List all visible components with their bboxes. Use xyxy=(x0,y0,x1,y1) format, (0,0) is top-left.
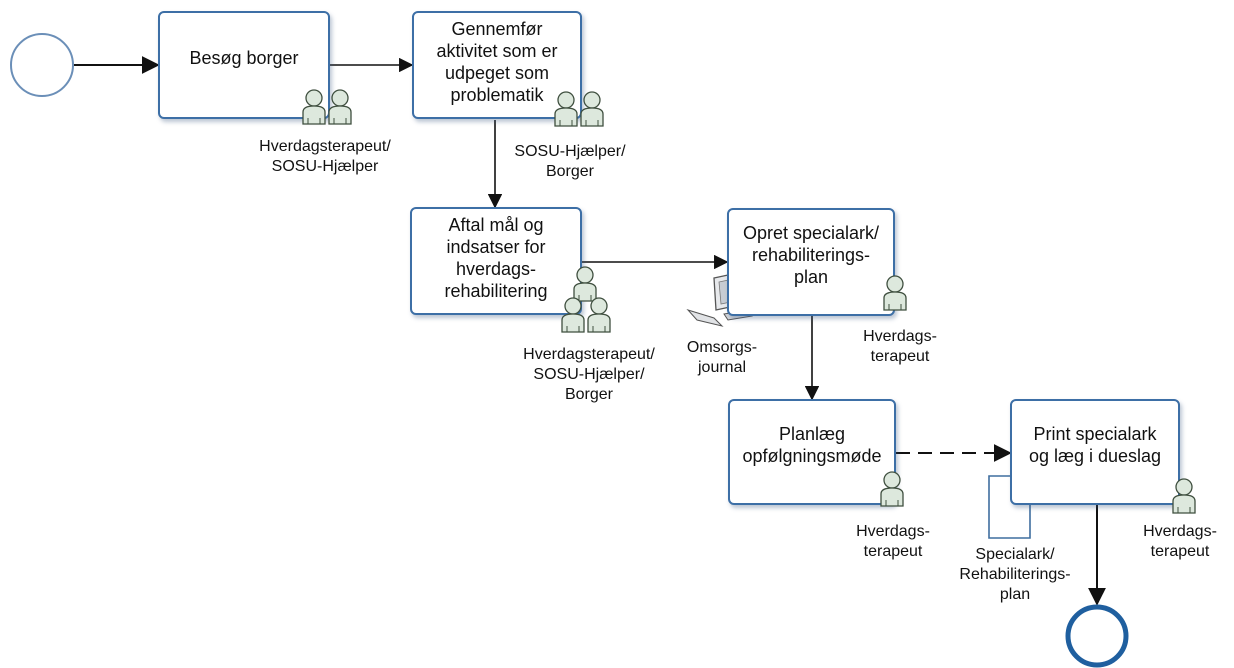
task-label: Planlæg opfølgningsmøde xyxy=(742,424,882,466)
role-label-besog: Hverdagsterapeut/ SOSU-Hjælper xyxy=(259,138,391,175)
end-event-icon xyxy=(1065,604,1129,668)
role-label-print: Hverdags- terapeut xyxy=(1143,523,1217,560)
task-gennemfor-aktivitet[interactable]: Gennemfør aktivitet som er udpeget som p… xyxy=(412,11,582,119)
task-aftal-maal[interactable]: Aftal mål og indsatser for hverdags- reh… xyxy=(410,207,582,315)
start-event-icon xyxy=(10,33,74,97)
task-label: Aftal mål og indsatser for hverdags- reh… xyxy=(444,215,548,301)
task-label: Opret specialark/ rehabiliterings- plan xyxy=(742,223,880,287)
task-label: Besøg borger xyxy=(189,48,299,68)
system-label-omsorgsjournal: Omsorgs- journal xyxy=(686,339,758,376)
task-planlaeg-opfolgningsmode[interactable]: Planlæg opfølgningsmøde xyxy=(728,399,896,505)
role-label-gennemfor: SOSU-Hjælper/ Borger xyxy=(514,143,626,180)
task-opret-specialark[interactable]: Opret specialark/ rehabiliterings- plan xyxy=(727,208,895,316)
role-label-aftal: Hverdagsterapeut/ SOSU-Hjælper/ Borger xyxy=(523,346,655,403)
task-besog-borger[interactable]: Besøg borger xyxy=(158,11,330,119)
task-label: Print specialark og læg i dueslag xyxy=(1028,424,1162,466)
role-label-planlaeg: Hverdags- terapeut xyxy=(856,523,930,560)
task-print-specialark[interactable]: Print specialark og læg i dueslag xyxy=(1010,399,1180,505)
task-label: Gennemfør aktivitet som er udpeget som p… xyxy=(436,19,558,105)
document-label-specialark: Specialark/ Rehabiliterings- plan xyxy=(959,546,1071,603)
role-label-opret: Hverdags- terapeut xyxy=(863,328,937,365)
